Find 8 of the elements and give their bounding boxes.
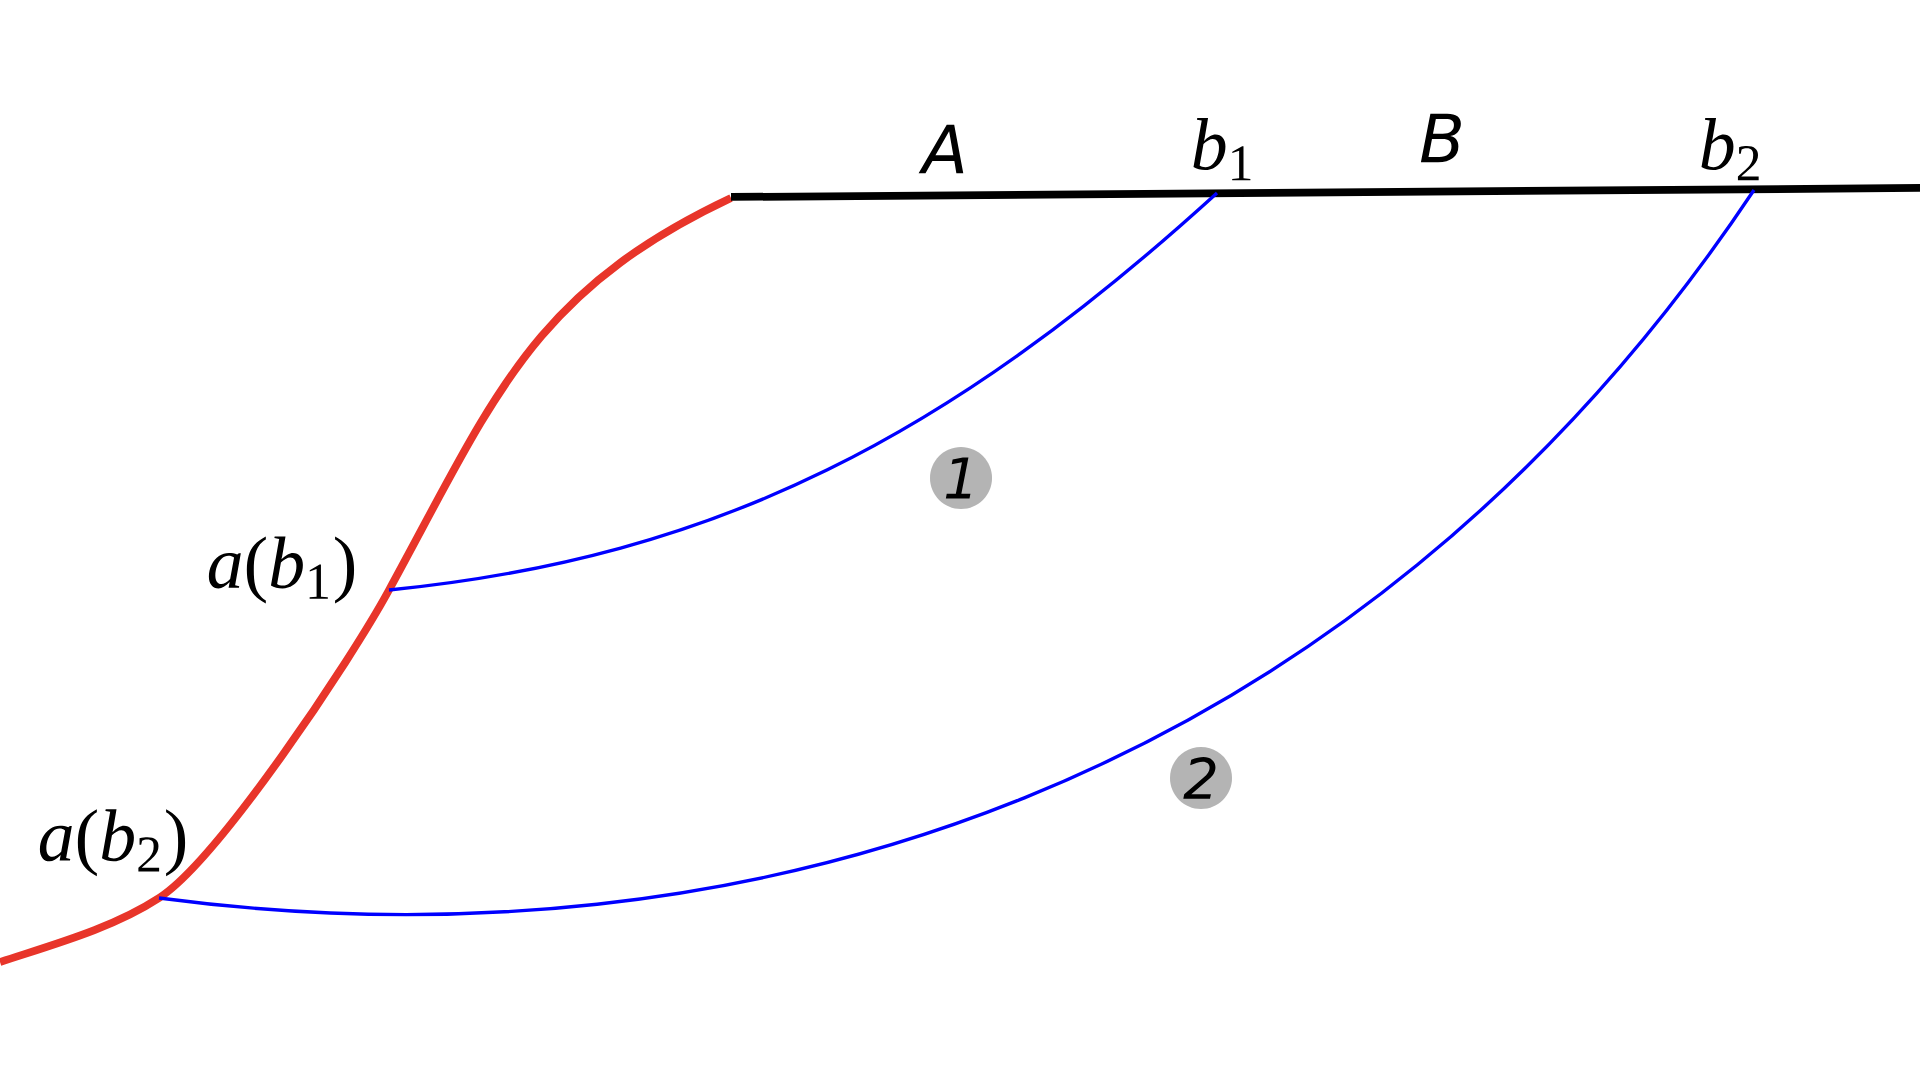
point-label: b$_{2}$ bbox=[1701, 118, 1759, 181]
region-label: A bbox=[918, 124, 964, 174]
point-label: a(b$_{1}$) bbox=[208, 536, 355, 604]
point-label: b$_{1}$ bbox=[1193, 118, 1251, 181]
slip-curve bbox=[158, 189, 1756, 916]
region-label: B bbox=[1420, 113, 1461, 163]
slip-curve bbox=[388, 191, 1219, 592]
point-label: a(b$_{2}$) bbox=[39, 809, 186, 877]
